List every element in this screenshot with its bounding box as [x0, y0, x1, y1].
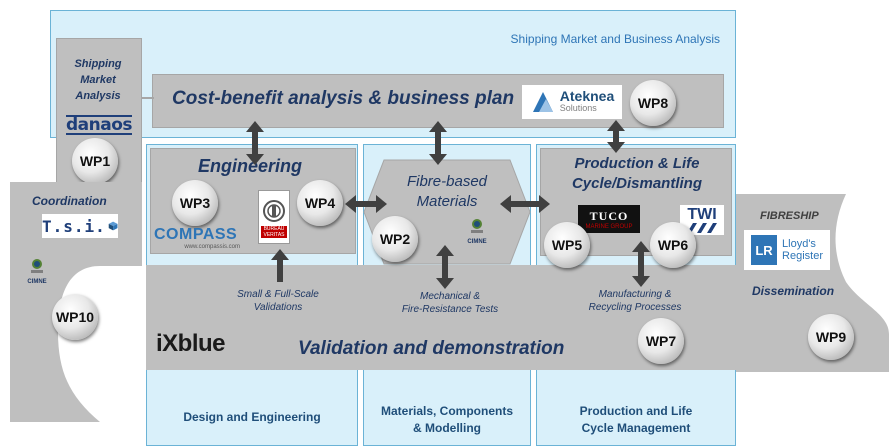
manuf-line-1: Manufacturing & — [598, 289, 672, 300]
fibre-title-line-1: Fibre-based — [406, 173, 488, 190]
label-line-1: Shipping — [74, 58, 122, 70]
mechanical-fire-label: Mechanical & Fire-Resistance Tests — [380, 290, 520, 316]
production-line-1: Production and Life — [579, 404, 693, 418]
wp5-badge: WP5 — [544, 222, 590, 268]
engineering-title: Engineering — [198, 156, 303, 176]
wp10-badge: WP10 — [52, 294, 98, 340]
cimne-person-icon — [471, 219, 483, 233]
tsi-cube-icon — [108, 221, 118, 231]
materials-line-2: & Modelling — [413, 421, 481, 435]
wp9-badge: WP9 — [808, 314, 854, 360]
cost-benefit-title: Cost-benefit analysis & business plan — [172, 88, 515, 109]
ixblue-logo: iXblue — [156, 330, 226, 357]
fibre-materials-title: Fibre-based Materials — [380, 172, 514, 212]
tuco-logo: TUCO MARINE GROUP — [578, 205, 640, 233]
small-full-scale-label: Small & Full-Scale Validations — [218, 288, 338, 314]
ateknea-name: Ateknea — [559, 88, 615, 104]
materials-label: Materials, Components & Modelling — [363, 403, 531, 437]
mech-line-2: Fire-Resistance Tests — [401, 304, 499, 315]
bureau-veritas-seal-icon — [263, 200, 285, 222]
lloyds-register-logo: LR Lloyd's Register — [744, 230, 830, 270]
ateknea-sub: Solutions — [559, 103, 597, 113]
compass-logo-sub: www.compassis.com — [184, 244, 240, 250]
connector-line — [142, 97, 154, 99]
tuco-logo-sub: MARINE GROUP — [585, 223, 633, 230]
ateknea-logo: Ateknea Solutions — [522, 85, 622, 119]
dissemination-label: Dissemination — [752, 284, 835, 298]
mech-line-1: Mechanical & — [419, 291, 481, 302]
wp4-badge: WP4 — [297, 180, 343, 226]
tsi-logo: T.s.i. — [42, 214, 118, 238]
label-line-3: Analysis — [75, 90, 121, 102]
small-full-line-2: Validations — [253, 302, 303, 313]
cimne-center-text: CIMNE — [467, 239, 487, 245]
cimne-person-icon-left — [31, 259, 43, 273]
fibreship-label: FIBRESHIP — [760, 210, 819, 222]
production-title-line-2: Cycle/Dismantling — [571, 175, 703, 192]
cimne-left-text: CIMNE — [27, 279, 47, 285]
shipping-market-analysis-label: Shipping Market Analysis — [58, 56, 138, 104]
tsi-logo-text: T.s.i. — [42, 216, 106, 236]
materials-line-1: Materials, Components — [380, 404, 514, 418]
manufacturing-label: Manufacturing & Recycling Processes — [570, 288, 700, 314]
production-line-2: Cycle Management — [581, 421, 691, 435]
wp3-badge: WP3 — [172, 180, 218, 226]
production-title-line-1: Production & Life — [574, 155, 700, 172]
danaos-logo-text: danaos — [65, 115, 133, 135]
wp6-badge: WP6 — [650, 222, 696, 268]
cimne-logo-center: CIMNE — [460, 218, 494, 245]
lr-line-2: Register — [782, 250, 823, 262]
ateknea-mark-icon — [532, 92, 553, 112]
coordination-label: Coordination — [32, 194, 107, 208]
wp2-badge: WP2 — [372, 216, 418, 262]
wp8-badge: WP8 — [630, 80, 676, 126]
twi-logo-text: TWI — [687, 206, 717, 223]
small-full-line-1: Small & Full-Scale — [237, 289, 319, 300]
compass-logo: COMPASS www.compassis.com — [154, 226, 244, 250]
shipping-market-banner-label: Shipping Market and Business Analysis — [510, 32, 720, 46]
manuf-line-2: Recycling Processes — [588, 302, 682, 313]
lr-mark: LR — [751, 235, 778, 265]
lr-line-1: Lloyd's — [782, 238, 816, 250]
cimne-logo-left: CIMNE — [22, 258, 52, 285]
validation-title: Validation and demonstration — [298, 338, 565, 359]
wp1-badge: WP1 — [72, 138, 118, 184]
danaos-logo: danaos — [56, 114, 142, 136]
wp7-badge: WP7 — [638, 318, 684, 364]
bureau-veritas-logo: BUREAU VERITAS — [258, 190, 290, 244]
design-engineering-label: Design and Engineering — [183, 410, 321, 424]
tuco-logo-text: TUCO — [589, 208, 629, 223]
production-label: Production and Life Cycle Management — [536, 403, 736, 437]
label-line-2: Market — [80, 74, 116, 86]
production-title: Production & Life Cycle/Dismantling — [546, 154, 728, 194]
compass-logo-text: COMPASS — [154, 226, 238, 243]
coordination-shape — [10, 182, 142, 422]
fibre-title-line-2: Materials — [416, 193, 478, 210]
bureau-veritas-text: BUREAU VERITAS — [261, 226, 287, 238]
